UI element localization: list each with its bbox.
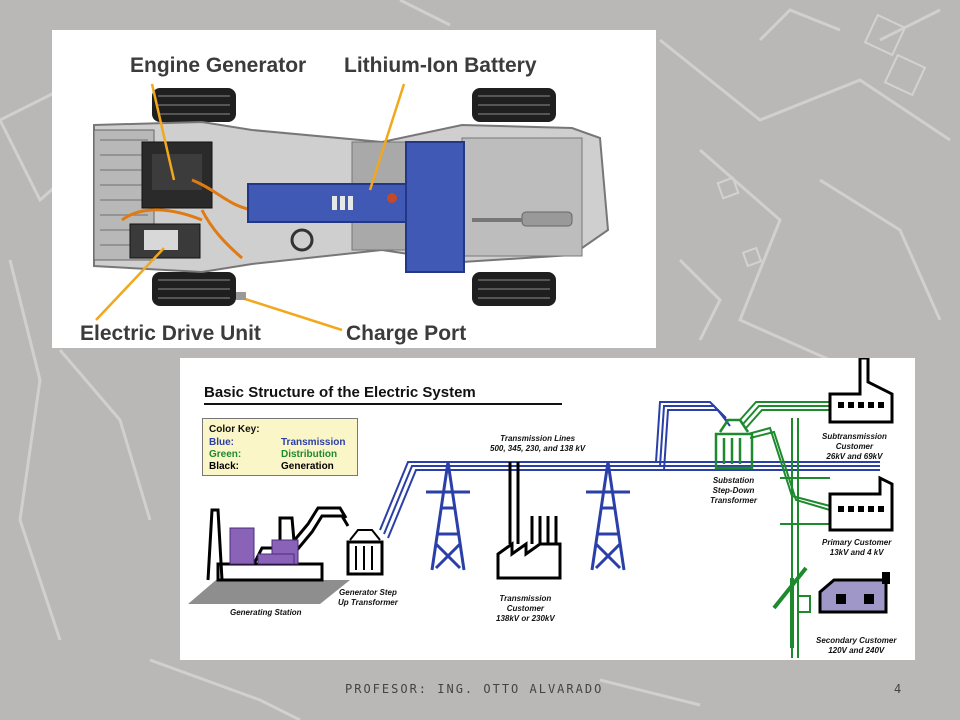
grid-illustration <box>188 358 894 658</box>
label-transmission-customer: Transmission Customer 138kV or 230kV <box>496 594 555 623</box>
subtransmission-building <box>828 358 894 424</box>
transmission-towers <box>426 461 630 571</box>
color-key-value: Distribution <box>281 449 338 460</box>
label-transmission-lines: Transmission Lines 500, 345, 230, and 13… <box>490 434 586 453</box>
label-lithium-ion-battery: Lithium-Ion Battery <box>344 54 537 77</box>
color-key-row-green: Green: Distribution <box>209 449 337 460</box>
label-subtransmission-customer: Subtransmission Customer 26kV and 69kV <box>822 432 887 461</box>
color-key-label: Green: <box>209 449 242 460</box>
electric-system-title: Basic Structure of the Electric System <box>204 384 476 401</box>
color-key-row-black: Black: Generation <box>209 461 334 472</box>
label-secondary-customer: Secondary Customer 120V and 240V <box>816 636 897 655</box>
label-primary-customer: Primary Customer 13kV and 4 kV <box>822 538 892 557</box>
color-key: Color Key: Blue: Transmission Green: Dis… <box>202 418 358 476</box>
color-key-value: Transmission <box>281 437 346 448</box>
color-key-row-blue: Blue: Transmission <box>209 437 345 448</box>
title-underline <box>204 403 562 405</box>
substation-transformer <box>714 418 754 470</box>
color-key-label: Blue: <box>209 437 234 448</box>
label-electric-drive-unit: Electric Drive Unit <box>80 322 261 345</box>
label-charge-port: Charge Port <box>346 322 467 345</box>
label-generating-station: Generating Station <box>230 608 302 617</box>
color-key-label: Black: <box>209 461 240 472</box>
color-key-heading: Color Key: <box>209 424 260 435</box>
footer-professor: PROFESOR: ING. OTTO ALVARADO <box>345 682 604 696</box>
label-substation: Substation Step-Down Transformer <box>710 476 757 505</box>
page-number: 4 <box>894 682 902 696</box>
battery-pack-rear <box>405 141 465 273</box>
chassis-diagram: Engine Generator Lithium-Ion Battery Ele… <box>52 30 656 348</box>
electric-system-diagram: Basic Structure of the Electric System C… <box>180 358 915 660</box>
label-engine-generator: Engine Generator <box>130 54 307 77</box>
battery-pack <box>247 183 409 223</box>
chassis-illustration <box>93 83 610 332</box>
primary-building <box>828 475 894 532</box>
color-key-value: Generation <box>281 461 334 472</box>
generating-station-ground <box>188 580 350 604</box>
secondary-customer-house <box>818 572 890 614</box>
distribution-pole <box>772 566 808 648</box>
label-generator-transformer: Generator Step Up Transformer <box>338 588 398 607</box>
